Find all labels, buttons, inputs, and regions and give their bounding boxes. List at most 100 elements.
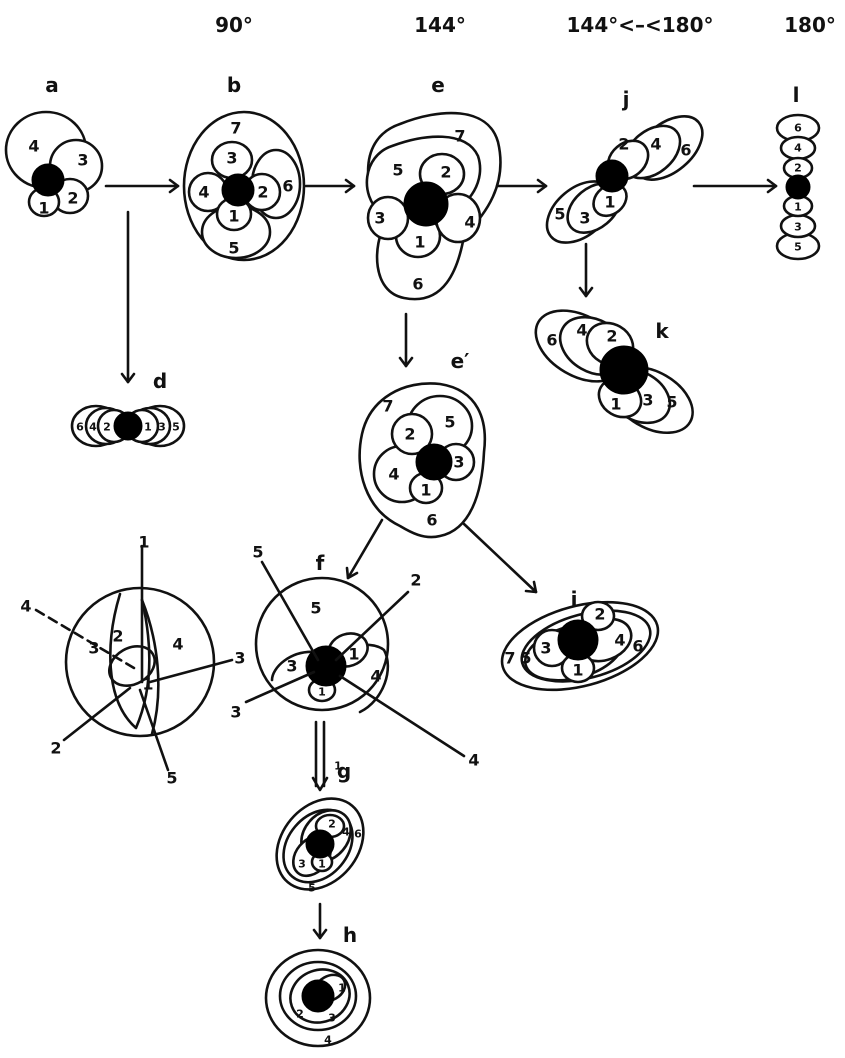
shell-number: 2 — [257, 183, 268, 202]
shell-number: 7 — [504, 649, 515, 668]
transition-arrows — [104, 178, 778, 940]
nucleus-core — [595, 159, 629, 193]
shell-number: 1 — [144, 421, 152, 434]
panel-label-i: i — [571, 587, 578, 611]
shell-number: 4 — [172, 635, 183, 654]
panel-g: g 1 1 2 3 4 5 6 — [275, 759, 365, 895]
shell-number: 3 — [77, 151, 88, 170]
panel-b: b 1 2 3 4 5 6 7 — [182, 73, 306, 262]
axis-label: 3 — [230, 703, 241, 722]
shell-number: 7 — [454, 127, 465, 146]
panel-f-prime: f′ 1 2 3 4 1 2 3 4 5 — [20, 533, 245, 788]
panel-label-a: a — [45, 73, 59, 97]
nucleus-core — [113, 411, 143, 441]
shell-number: 1 — [610, 395, 621, 414]
panel-label-e: e — [431, 73, 445, 97]
shell-number: 5 — [310, 599, 321, 618]
arrow-mark: 1 — [334, 760, 342, 773]
axis-label: 3 — [234, 649, 245, 668]
shell-number: 3 — [794, 221, 802, 234]
shell-number: 2 — [440, 163, 451, 182]
shell-number: 2 — [328, 818, 336, 831]
axis-2 — [334, 590, 410, 662]
shell-number: 5 — [554, 205, 565, 224]
shell-number: 3 — [642, 391, 653, 410]
panel-label-f: f — [316, 551, 325, 575]
panel-j: j 1 2 3 4 5 6 — [545, 87, 704, 244]
nucleus-core — [557, 619, 599, 661]
shell-number: 3 — [226, 149, 237, 168]
axis-label: 4 — [468, 751, 479, 770]
shell-number: 6 — [412, 275, 423, 294]
shell-number: 2 — [112, 627, 123, 646]
arrow-a-to-d — [120, 210, 136, 384]
arrow-e-prime-to-i — [462, 522, 538, 594]
shell-number: 6 — [632, 637, 643, 656]
shell-number: 1 — [572, 661, 583, 680]
shell-number: 3 — [286, 657, 297, 676]
shell-number: 5 — [444, 413, 455, 432]
shell-number: 3 — [88, 639, 99, 658]
shell-number: 2 — [103, 421, 111, 434]
nucleus-core — [403, 181, 449, 227]
shell-number: 4 — [650, 135, 661, 154]
shell-number: 6 — [680, 141, 691, 160]
shell-number: 1 — [38, 199, 49, 218]
shell-number: 1 — [142, 675, 153, 694]
nucleus-core — [785, 174, 811, 200]
shell-2-lobe — [390, 412, 434, 456]
shell-number: 5 — [392, 161, 403, 180]
axis-label: 2 — [410, 571, 421, 590]
nucleus-core — [305, 829, 335, 859]
shell-number: 4 — [464, 213, 475, 232]
shell-number: 3 — [374, 209, 385, 228]
shell-number: 4 — [89, 421, 97, 434]
panel-h: h 1 2 3 4 — [264, 923, 372, 1048]
shell-number: 6 — [76, 421, 84, 434]
axis-label: 4 — [20, 597, 31, 616]
axis-3 — [244, 670, 316, 704]
shell-number: 1 — [604, 193, 615, 212]
nucleus-core — [415, 443, 453, 481]
column-headers: 90° 144° 144°<–<180° 180° — [215, 13, 836, 37]
shell-number: 1 — [338, 982, 346, 995]
shell-number: 6 — [426, 511, 437, 530]
arrow-f-to-g — [311, 720, 329, 792]
shell-number: 3 — [453, 453, 464, 472]
shell-number: 2 — [404, 425, 415, 444]
shell-number: 5 — [666, 393, 677, 412]
nucleus-core — [599, 345, 649, 395]
shell-number: 1 — [794, 201, 802, 214]
shell-number: 4 — [614, 631, 625, 650]
panel-d: d 6 4 2 1 3 5 — [70, 369, 186, 448]
shell-number: 2 — [67, 189, 78, 208]
shell-number: 2 — [606, 327, 617, 346]
panel-label-b: b — [227, 73, 241, 97]
axis-5 — [260, 560, 320, 662]
shell-number: 5 — [794, 241, 802, 254]
shell-number: 4 — [370, 667, 381, 686]
shell-number: 4 — [576, 321, 587, 340]
axis-3 — [148, 658, 234, 684]
axis-label: 5 — [166, 769, 177, 788]
panel-label-l: l — [793, 83, 800, 107]
panel-label-h: h — [343, 923, 357, 947]
shell-number: 3 — [158, 421, 166, 434]
shell-3-lobe — [366, 195, 410, 241]
panel-e: e 1 2 3 4 5 6 7 — [365, 73, 502, 301]
arrow-a-to-b — [104, 178, 180, 194]
header-144-deg: 144° — [414, 13, 466, 37]
panel-label-e-prime: e′ — [451, 349, 470, 373]
shell-number: 6 — [282, 177, 293, 196]
shell-number: 4 — [324, 1034, 332, 1047]
shell-number: 6 — [794, 122, 802, 135]
shell-number: 2 — [794, 162, 802, 175]
panel-label-k: k — [655, 319, 669, 343]
shell-number: 1 — [228, 207, 239, 226]
shell-number: 1 — [318, 686, 326, 699]
shell-number: 1 — [420, 481, 431, 500]
shell-number: 5 — [308, 882, 316, 895]
shell-number: 3 — [579, 209, 590, 228]
